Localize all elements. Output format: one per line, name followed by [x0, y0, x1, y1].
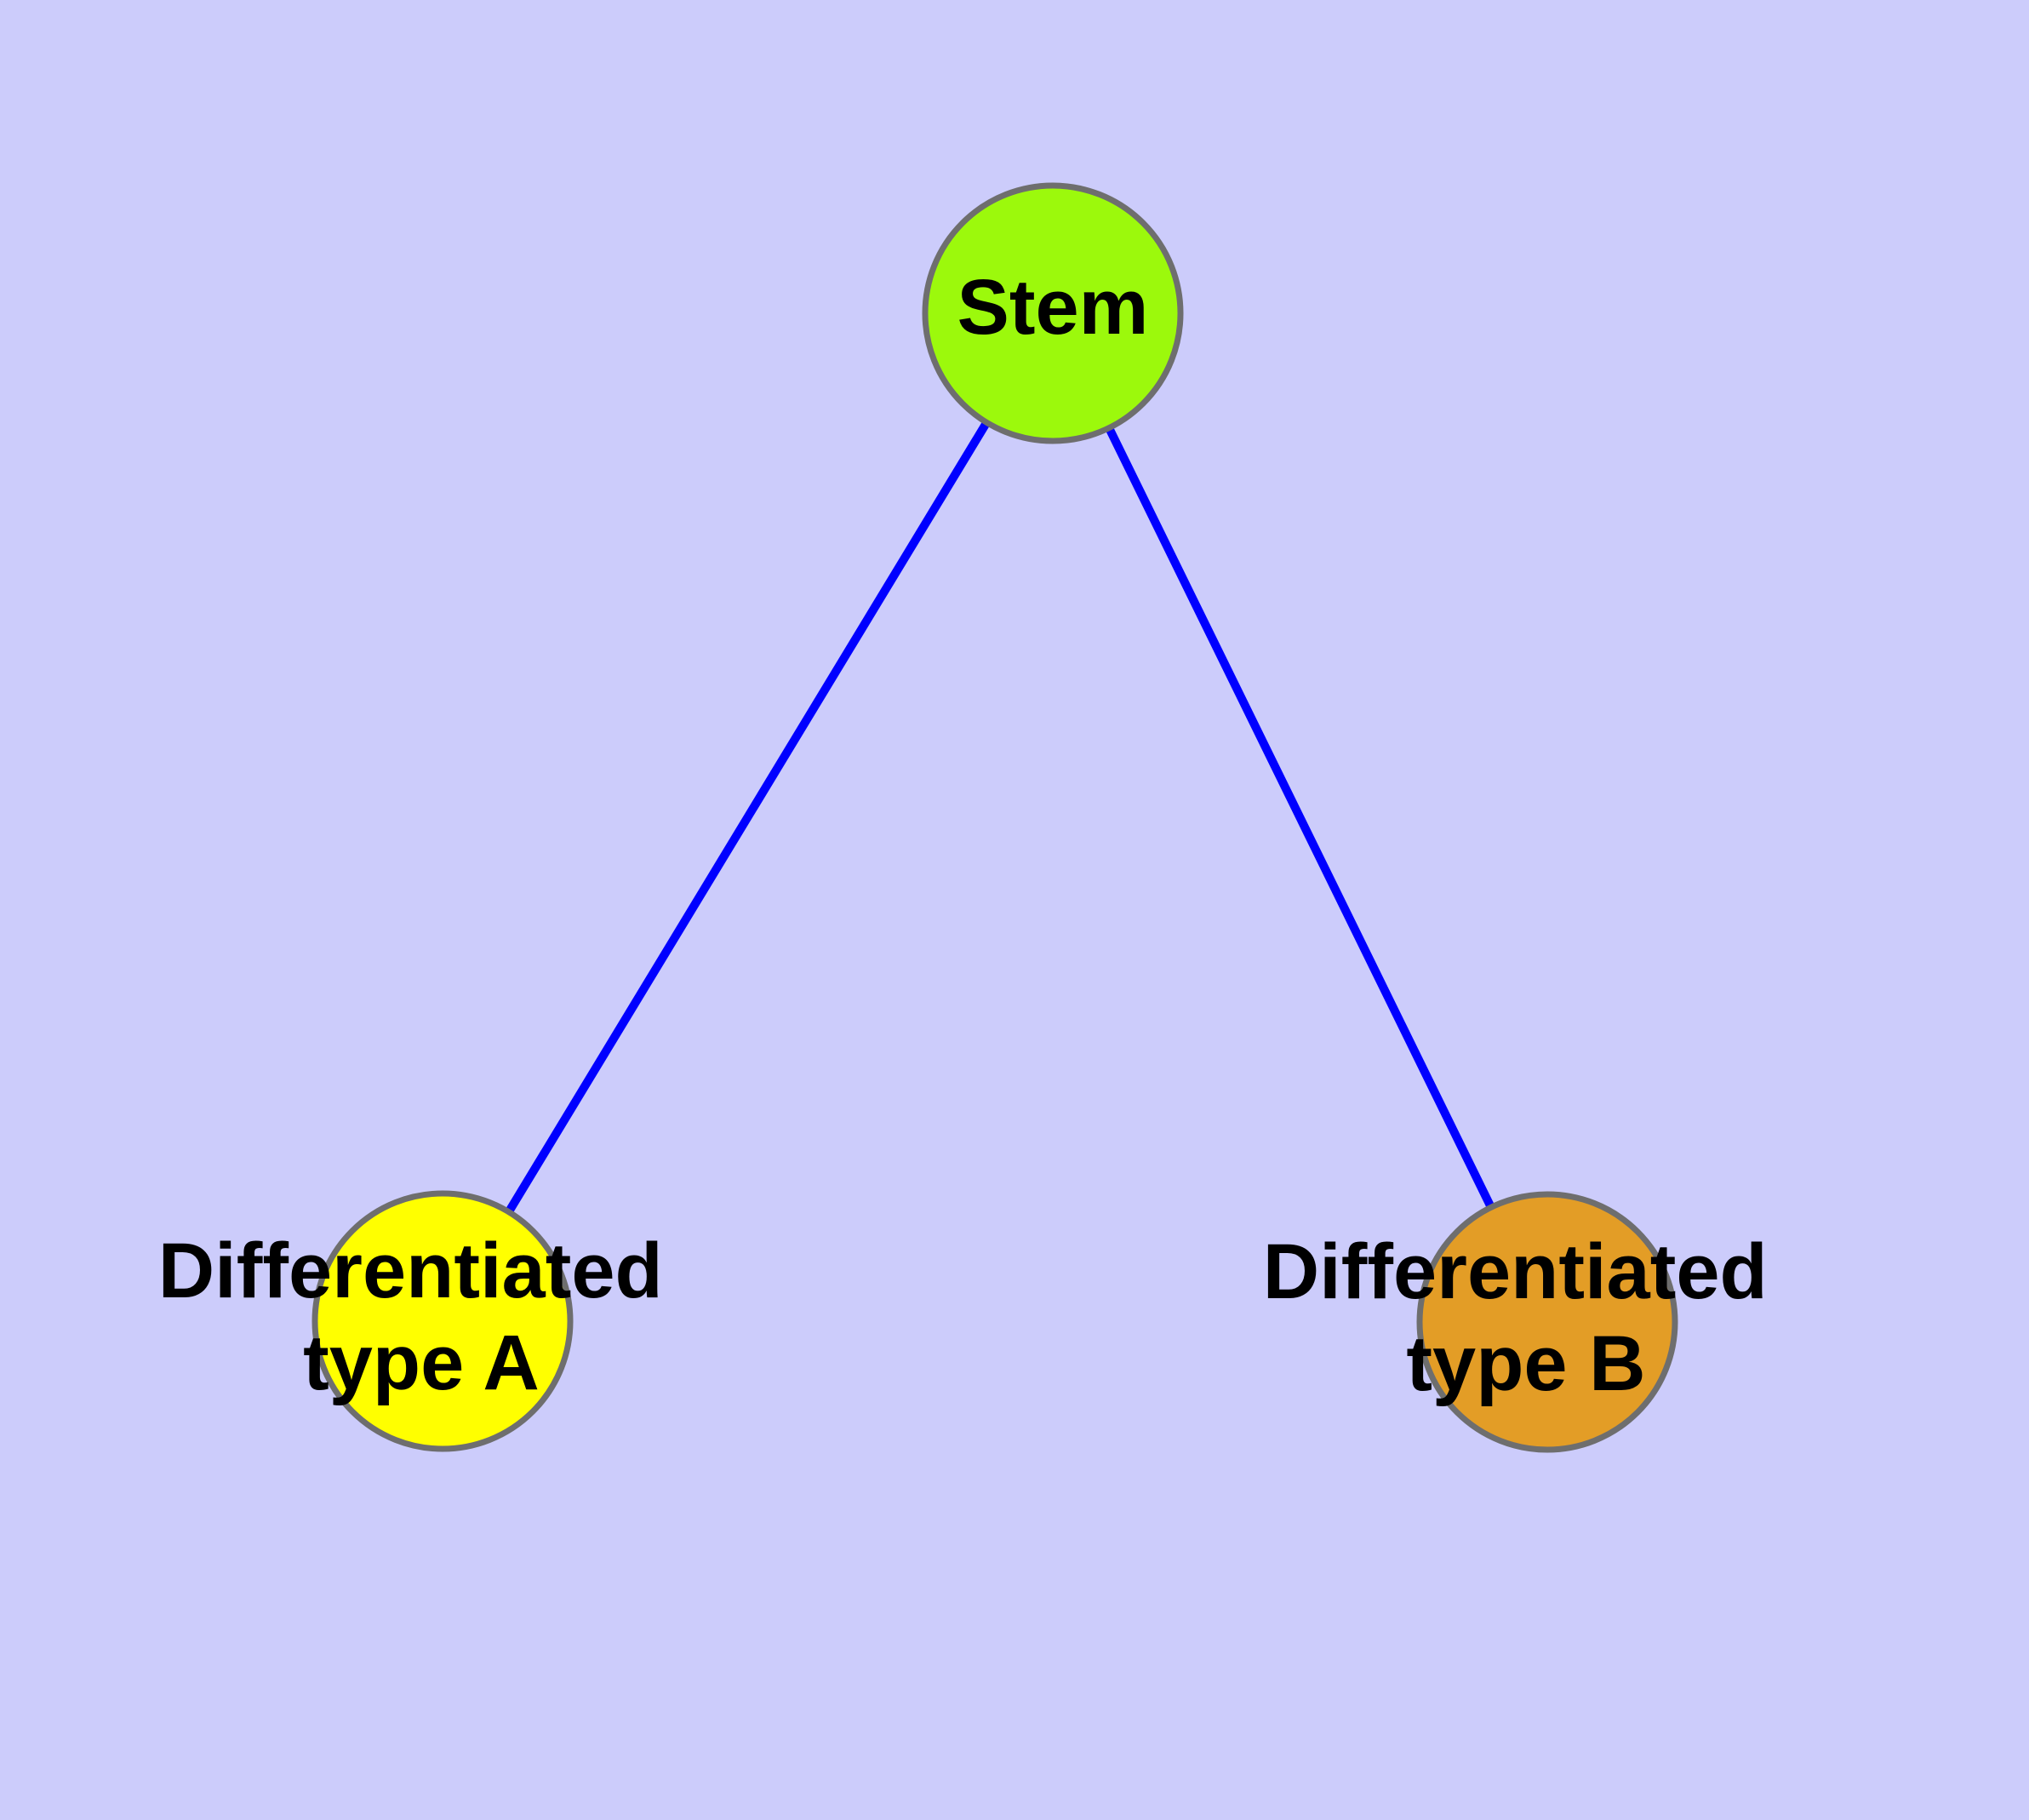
- node-diff-a[interactable]: [311, 1190, 574, 1452]
- node-diff-a-circle[interactable]: [311, 1190, 574, 1452]
- node-diff-a-label-line-2: type A: [303, 1319, 540, 1406]
- node-stem-circle[interactable]: [922, 182, 1184, 444]
- node-diff-b-label-line-1: Differentiated: [1263, 1228, 1768, 1315]
- node-diff-b-label: Differentiated type B: [1263, 1228, 1790, 1407]
- node-stem[interactable]: [922, 182, 1184, 444]
- edge-stem-to-diff-a[interactable]: [438, 311, 1057, 1324]
- node-diff-b-label-line-2: type B: [1406, 1320, 1645, 1407]
- edge-stem-to-diff-b[interactable]: [1049, 311, 1552, 1325]
- node-diff-a-label: Differentiated type A: [158, 1228, 685, 1406]
- edge-layer: [438, 311, 1552, 1325]
- node-diff-b-circle[interactable]: [1416, 1191, 1678, 1453]
- node-diff-b[interactable]: [1416, 1191, 1678, 1453]
- node-diff-a-label-line-1: Differentiated: [158, 1228, 663, 1314]
- label-layer: Stem Differentiated type A Differentiate…: [158, 264, 1790, 1407]
- node-stem-label-line-1: Stem: [957, 264, 1149, 351]
- node-stem-label: Stem: [957, 264, 1149, 351]
